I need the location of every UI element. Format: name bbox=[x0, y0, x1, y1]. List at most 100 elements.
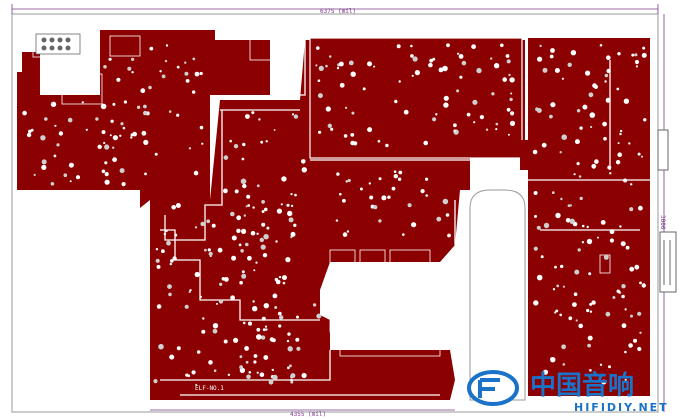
via-hole bbox=[161, 249, 165, 254]
via-hole bbox=[589, 302, 593, 306]
via-hole bbox=[153, 379, 158, 384]
via-hole bbox=[241, 157, 245, 161]
via-hole bbox=[581, 224, 585, 228]
via-hole bbox=[589, 369, 592, 372]
via-hole bbox=[122, 126, 126, 130]
via-hole bbox=[169, 262, 172, 266]
via-hole bbox=[242, 183, 247, 189]
via-hole bbox=[268, 379, 274, 385]
via-hole bbox=[224, 277, 229, 282]
via-hole bbox=[403, 109, 409, 115]
via-hole bbox=[172, 256, 177, 261]
via-hole bbox=[192, 57, 196, 61]
via-hole bbox=[85, 128, 88, 131]
via-hole bbox=[377, 139, 381, 143]
via-hole bbox=[143, 104, 147, 109]
via-hole bbox=[188, 147, 192, 150]
via-hole bbox=[260, 335, 266, 340]
via-hole bbox=[414, 70, 420, 76]
via-hole bbox=[148, 85, 152, 90]
via-hole bbox=[446, 43, 450, 48]
via-hole bbox=[287, 346, 293, 352]
via-hole bbox=[387, 195, 391, 199]
via-hole bbox=[271, 368, 274, 372]
via-hole bbox=[278, 275, 282, 279]
via-hole bbox=[378, 219, 382, 223]
via-hole bbox=[227, 373, 231, 376]
via-hole bbox=[123, 100, 127, 104]
via-hole bbox=[318, 65, 324, 71]
via-hole bbox=[274, 306, 278, 309]
via-hole bbox=[136, 105, 141, 110]
via-hole bbox=[633, 338, 637, 343]
via-hole bbox=[245, 242, 249, 247]
via-hole bbox=[555, 212, 561, 219]
via-hole bbox=[176, 346, 181, 351]
via-hole bbox=[624, 350, 627, 354]
via-hole bbox=[336, 66, 340, 70]
via-hole bbox=[191, 370, 196, 375]
via-hole bbox=[603, 254, 609, 260]
via-hole bbox=[199, 295, 202, 298]
via-hole bbox=[212, 323, 219, 329]
via-hole bbox=[241, 270, 245, 274]
via-hole bbox=[184, 61, 187, 64]
via-hole bbox=[156, 264, 161, 269]
component-outlines bbox=[32, 31, 611, 357]
copper-center-top-island bbox=[309, 37, 523, 159]
via-hole bbox=[264, 207, 268, 212]
via-hole bbox=[599, 363, 603, 366]
via-hole bbox=[561, 134, 567, 140]
via-hole bbox=[168, 110, 172, 113]
via-hole bbox=[535, 107, 539, 112]
via-hole bbox=[211, 223, 216, 228]
via-hole bbox=[373, 65, 376, 68]
via-hole bbox=[236, 228, 241, 233]
via-hole bbox=[104, 172, 109, 177]
via-hole bbox=[616, 289, 620, 293]
via-hole bbox=[127, 66, 132, 71]
via-hole bbox=[573, 292, 578, 297]
via-hole bbox=[112, 146, 115, 149]
via-hole bbox=[639, 331, 642, 334]
via-hole bbox=[68, 162, 74, 168]
via-hole bbox=[381, 195, 387, 201]
via-hole bbox=[461, 60, 467, 66]
via-hole bbox=[561, 344, 566, 350]
via-hole bbox=[230, 211, 235, 217]
via-hole bbox=[75, 175, 81, 180]
via-hole bbox=[549, 54, 554, 59]
via-hole bbox=[562, 285, 566, 288]
via-hole bbox=[423, 140, 429, 146]
via-hole bbox=[345, 180, 348, 183]
via-hole bbox=[290, 193, 293, 196]
via-hole bbox=[637, 311, 642, 316]
via-hole bbox=[100, 103, 107, 110]
via-hole bbox=[286, 203, 290, 207]
via-hole bbox=[617, 142, 620, 145]
via-hole bbox=[253, 269, 256, 272]
via-hole bbox=[239, 355, 243, 359]
via-hole bbox=[459, 75, 463, 79]
via-hole bbox=[163, 232, 167, 236]
via-hole bbox=[97, 144, 102, 149]
via-hole bbox=[638, 205, 643, 211]
via-hole bbox=[282, 275, 287, 281]
via-hole bbox=[616, 87, 620, 91]
via-hole bbox=[245, 360, 249, 364]
via-hole bbox=[293, 114, 299, 119]
via-holes bbox=[22, 43, 647, 386]
via-hole bbox=[578, 175, 582, 178]
via-hole bbox=[559, 313, 562, 317]
via-hole bbox=[554, 311, 557, 314]
via-hole bbox=[239, 365, 244, 370]
via-hole bbox=[22, 110, 27, 116]
via-hole bbox=[167, 284, 172, 289]
via-hole bbox=[119, 134, 122, 137]
via-hole bbox=[410, 54, 414, 58]
edge-connectors bbox=[657, 129, 677, 293]
via-hole bbox=[493, 62, 500, 69]
via-hole bbox=[312, 303, 317, 307]
via-hole bbox=[217, 247, 223, 253]
via-hole bbox=[231, 235, 237, 241]
